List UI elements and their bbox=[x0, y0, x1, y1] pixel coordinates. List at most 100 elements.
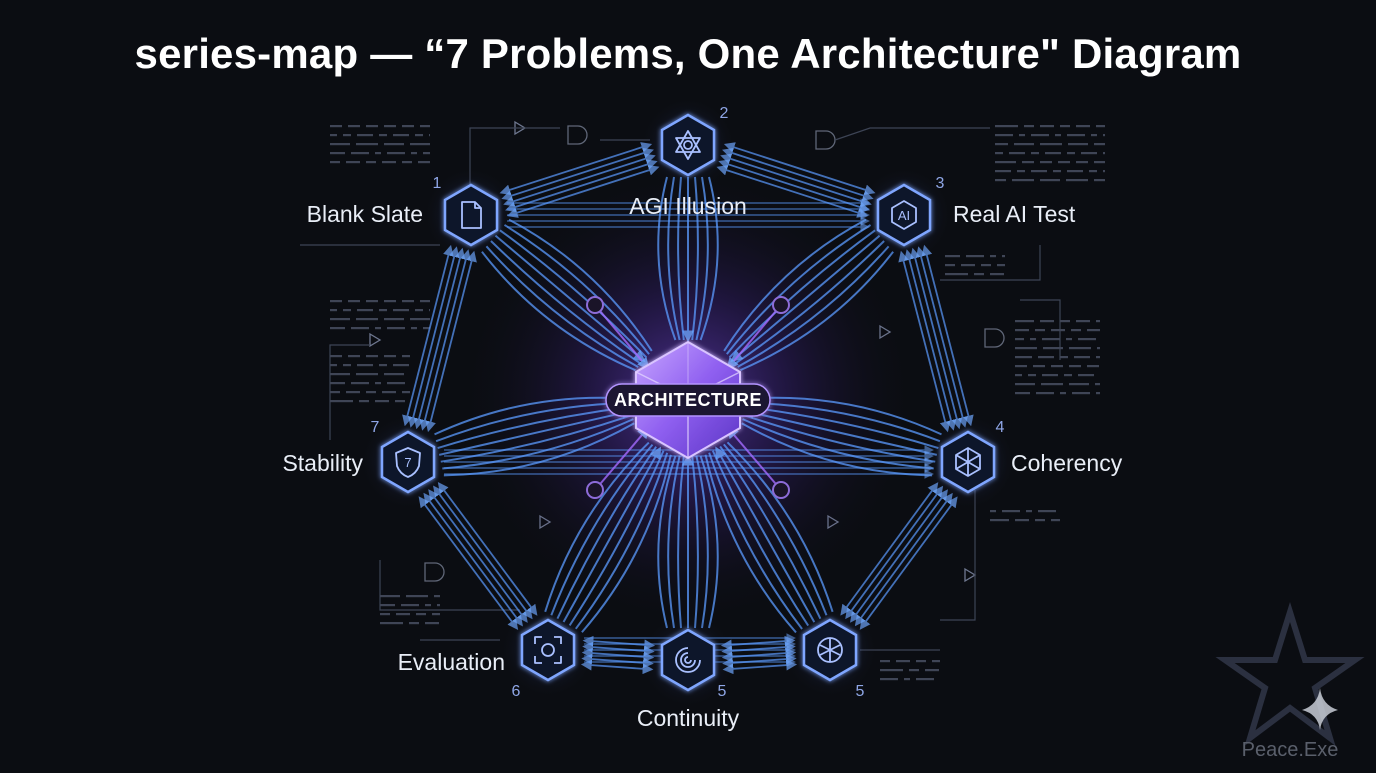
node-number: 7 bbox=[371, 419, 380, 436]
code-snippet-line bbox=[375, 382, 381, 385]
code-snippet-line bbox=[995, 143, 1008, 146]
node-label: Evaluation bbox=[398, 649, 505, 675]
code-snippet-line bbox=[375, 400, 389, 403]
code-snippet-line bbox=[1026, 510, 1032, 513]
code-snippet-line bbox=[1040, 179, 1060, 182]
node-core-connector bbox=[442, 418, 634, 470]
node-core-connector bbox=[695, 176, 709, 341]
ring-connector bbox=[506, 164, 660, 218]
code-snippet-line bbox=[379, 134, 387, 137]
code-snippet-line bbox=[961, 264, 975, 267]
node-core-connector bbox=[677, 455, 685, 629]
code-snippet-line bbox=[1012, 179, 1034, 182]
code-snippet-line bbox=[382, 391, 396, 394]
node-core-connector bbox=[667, 455, 681, 629]
code-snippet-line bbox=[425, 604, 431, 607]
code-snippet-line bbox=[366, 355, 378, 358]
code-snippet-line bbox=[1002, 255, 1005, 258]
code-snippet-line bbox=[1038, 356, 1054, 359]
code-snippet-line bbox=[1091, 134, 1097, 137]
code-snippet-line bbox=[357, 309, 373, 312]
code-snippet-line bbox=[880, 669, 903, 672]
code-snippet-line bbox=[366, 300, 378, 303]
ring-connector bbox=[425, 250, 477, 433]
code-snippet-line bbox=[384, 355, 396, 358]
code-snippet-line bbox=[1051, 365, 1063, 368]
node-core-connector bbox=[544, 441, 650, 613]
code-snippet-line bbox=[1094, 161, 1105, 164]
node-node-5-right[interactable]: 5 bbox=[782, 602, 878, 700]
node-label: Real AI Test bbox=[953, 201, 1076, 227]
node-core-connector bbox=[435, 401, 630, 443]
code-snippet-line bbox=[416, 613, 426, 616]
junction-node bbox=[772, 481, 790, 499]
svg-text:AI: AI bbox=[898, 208, 910, 223]
code-snippet-line bbox=[395, 400, 405, 403]
code-snippet-line bbox=[1015, 338, 1024, 341]
architecture-core[interactable]: ARCHITECTURE bbox=[605, 340, 771, 460]
node-core-connector bbox=[726, 441, 834, 613]
code-snippet-line bbox=[1064, 374, 1072, 377]
node-core-connector bbox=[574, 452, 669, 630]
code-snippet-line bbox=[387, 327, 405, 330]
code-snippet-line bbox=[357, 134, 373, 137]
code-snippet-line bbox=[429, 309, 430, 312]
code-snippet-line bbox=[997, 264, 1005, 267]
code-snippet-line bbox=[330, 327, 345, 330]
code-snippet-line bbox=[945, 255, 960, 258]
node-label: Blank Slate bbox=[307, 201, 423, 227]
logic-gate-icon bbox=[424, 562, 445, 582]
node-core-connector bbox=[437, 405, 631, 450]
code-snippet-line bbox=[330, 300, 342, 303]
code-snippet-line bbox=[1041, 383, 1063, 386]
code-snippet-line bbox=[356, 373, 378, 376]
spiral-vortex-icon bbox=[675, 647, 701, 673]
code-snippet-line bbox=[429, 134, 430, 137]
node-core-connector bbox=[728, 229, 876, 358]
code-snippet-line bbox=[1094, 143, 1105, 146]
code-snippet-line bbox=[330, 364, 337, 367]
code-snippet-line bbox=[1095, 383, 1100, 386]
code-snippet-line bbox=[366, 391, 376, 394]
node-core-connector bbox=[742, 418, 934, 470]
svg-text:7: 7 bbox=[404, 455, 411, 470]
code-snippet-line bbox=[1019, 134, 1025, 137]
code-snippet-line bbox=[351, 382, 369, 385]
node-core-connector bbox=[723, 443, 828, 616]
code-snippet-line bbox=[393, 364, 409, 367]
code-snippet-line bbox=[406, 595, 428, 598]
node-core-connector bbox=[485, 245, 639, 368]
node-core-connector bbox=[556, 446, 657, 620]
code-snippet-line bbox=[1076, 161, 1088, 164]
ring-connector bbox=[716, 165, 869, 218]
node-hexagon bbox=[380, 430, 436, 494]
code-snippet-line bbox=[379, 309, 387, 312]
code-snippet-line bbox=[1051, 519, 1060, 522]
code-snippet-line bbox=[402, 391, 410, 394]
code-snippet-line bbox=[1040, 320, 1054, 323]
junction-spoke bbox=[726, 426, 782, 491]
core-label-pill bbox=[605, 383, 771, 417]
code-snippet-line bbox=[1055, 134, 1061, 137]
code-snippet-line bbox=[995, 170, 1011, 173]
watermark: Peace.Exe bbox=[1215, 601, 1365, 761]
code-snippet-line bbox=[330, 134, 337, 137]
node-core-connector bbox=[490, 240, 642, 365]
code-snippet-line bbox=[384, 143, 404, 146]
code-snippet-line bbox=[420, 125, 430, 128]
code-snippet-line bbox=[1066, 179, 1088, 182]
code-snippet-line bbox=[1015, 383, 1035, 386]
node-core-connector bbox=[734, 240, 885, 365]
code-snippet-line bbox=[356, 143, 378, 146]
code-snippet-line bbox=[420, 300, 430, 303]
code-snippet-line bbox=[396, 613, 410, 616]
code-snippet-line bbox=[410, 143, 430, 146]
node-hexagon bbox=[660, 628, 716, 692]
